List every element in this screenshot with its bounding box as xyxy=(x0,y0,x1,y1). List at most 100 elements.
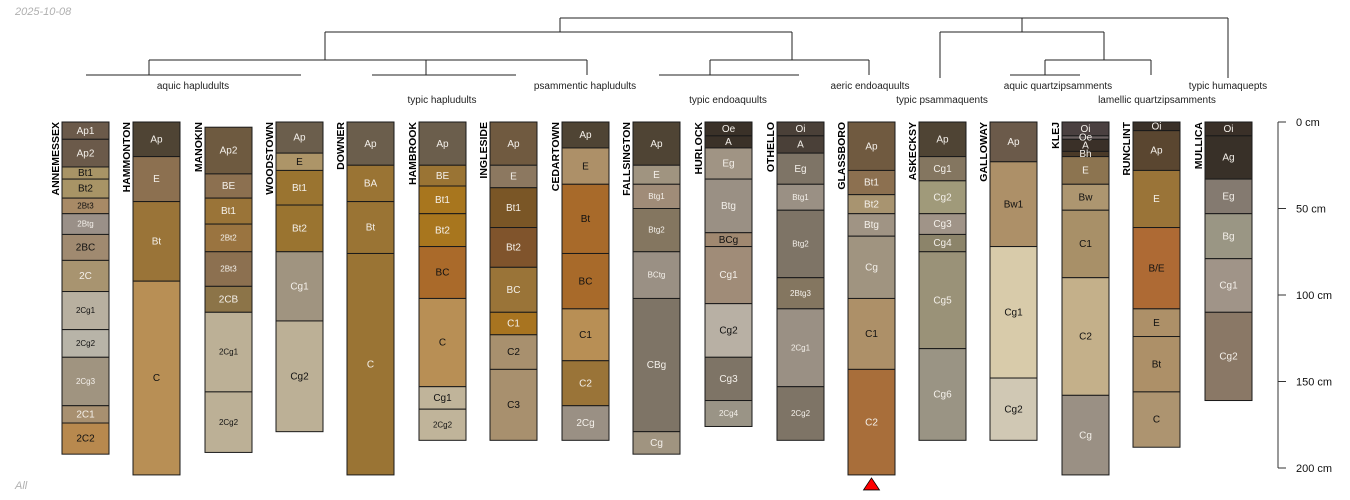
horizon-label: 2Bt3 xyxy=(77,202,94,211)
horizon-boxes xyxy=(346,121,395,476)
horizon xyxy=(1204,213,1253,260)
profile-name: FALLSINGTON xyxy=(621,122,633,196)
soil-profile: ANNEMESSEX Ap1Ap2Bt1Bt22Bt32Btg2BC2C2Cg12… xyxy=(50,121,110,455)
horizon xyxy=(275,320,324,433)
horizon-label: Cg xyxy=(650,438,663,449)
horizon xyxy=(1132,391,1181,448)
horizon xyxy=(704,356,753,402)
horizon-label: Cg1 xyxy=(433,393,452,404)
horizon xyxy=(632,121,681,166)
profile-name: HAMMONTON xyxy=(121,122,133,192)
horizon-label: C xyxy=(153,373,160,384)
horizon-label: Eg xyxy=(1222,192,1234,203)
horizon xyxy=(847,368,896,476)
horizon-boxes xyxy=(776,121,825,441)
horizon xyxy=(346,252,395,476)
date-stamp: 2025-10-08 xyxy=(15,6,72,18)
horizon-label: Btg1 xyxy=(792,193,809,202)
horizon-label: Ap2 xyxy=(220,146,238,157)
horizon xyxy=(61,259,110,293)
horizon-boxes xyxy=(704,121,753,427)
horizon-label: Bt1 xyxy=(78,168,93,179)
horizon-label: E xyxy=(153,174,160,185)
taxon-label: typic humaquepts xyxy=(1189,81,1267,92)
horizon-labels: Ap1Ap2Bt1Bt22Bt32Btg2BC2C2Cg12Cg22Cg32C1… xyxy=(76,126,96,445)
horizon xyxy=(204,311,253,393)
horizon xyxy=(204,173,253,199)
horizon-label: Bt2 xyxy=(864,199,879,210)
horizon-label: Oe xyxy=(722,124,736,135)
horizon xyxy=(489,368,538,441)
horizon-label: BCg xyxy=(719,235,738,246)
horizon-label: Cg3 xyxy=(933,219,952,230)
horizon-label: C2 xyxy=(865,417,878,428)
axis-tick-label: 50 cm xyxy=(1296,204,1326,216)
horizon-label: Cg2 xyxy=(290,371,309,382)
horizon-label: Cg1 xyxy=(933,164,952,175)
taxon-label: psammentic hapludults xyxy=(534,81,636,92)
horizon xyxy=(132,280,181,476)
horizon xyxy=(632,431,681,455)
horizon xyxy=(1132,308,1181,338)
horizon-label: A xyxy=(725,137,732,148)
horizon-label: Cg3 xyxy=(719,374,738,385)
horizon xyxy=(132,121,181,158)
horizon-label: Ap xyxy=(364,139,377,150)
horizon-label: 2C1 xyxy=(76,410,95,421)
horizon xyxy=(561,360,610,407)
horizon xyxy=(1061,209,1110,279)
horizon-label: C2 xyxy=(1079,332,1092,343)
horizon-label: Bh xyxy=(1079,149,1091,160)
horizon xyxy=(1132,169,1181,229)
horizon xyxy=(275,251,324,322)
truncation-marker-icon xyxy=(862,477,881,491)
profile-name: ANNEMESSEX xyxy=(50,122,62,196)
horizon-label: Bw xyxy=(1079,192,1094,203)
profiles: ANNEMESSEX Ap1Ap2Bt1Bt22Bt32Btg2BC2C2Cg12… xyxy=(50,121,1253,491)
horizon xyxy=(989,377,1038,441)
horizon-label: C1 xyxy=(507,319,520,330)
horizon-label: Bt1 xyxy=(506,203,521,214)
horizon xyxy=(989,161,1038,248)
horizon xyxy=(61,422,110,455)
horizon-label: Ap xyxy=(936,134,949,145)
horizon-label: Ap xyxy=(1150,146,1163,157)
horizon xyxy=(561,405,610,441)
horizon xyxy=(1061,156,1110,185)
horizon-label: Cg xyxy=(1079,430,1092,441)
horizon-label: C1 xyxy=(579,330,592,341)
horizon xyxy=(776,308,825,388)
horizon xyxy=(61,233,110,261)
horizon xyxy=(918,180,967,215)
horizon xyxy=(204,251,253,287)
horizon xyxy=(275,121,324,154)
horizon-label: C3 xyxy=(507,400,520,411)
horizon-boxes xyxy=(1061,121,1110,476)
horizon-label: Btg1 xyxy=(648,192,665,201)
horizon-label: C2 xyxy=(579,378,592,389)
horizon xyxy=(61,329,110,358)
horizon-label: 2Cg2 xyxy=(433,420,453,429)
horizon-label: Cg2 xyxy=(1219,352,1238,363)
horizon-label: E xyxy=(296,157,303,168)
horizon xyxy=(418,408,467,441)
footer-label: All xyxy=(15,480,28,492)
horizon xyxy=(704,147,753,180)
horizon-label: Bg xyxy=(1222,231,1234,242)
horizon-label: Ap xyxy=(579,130,592,141)
